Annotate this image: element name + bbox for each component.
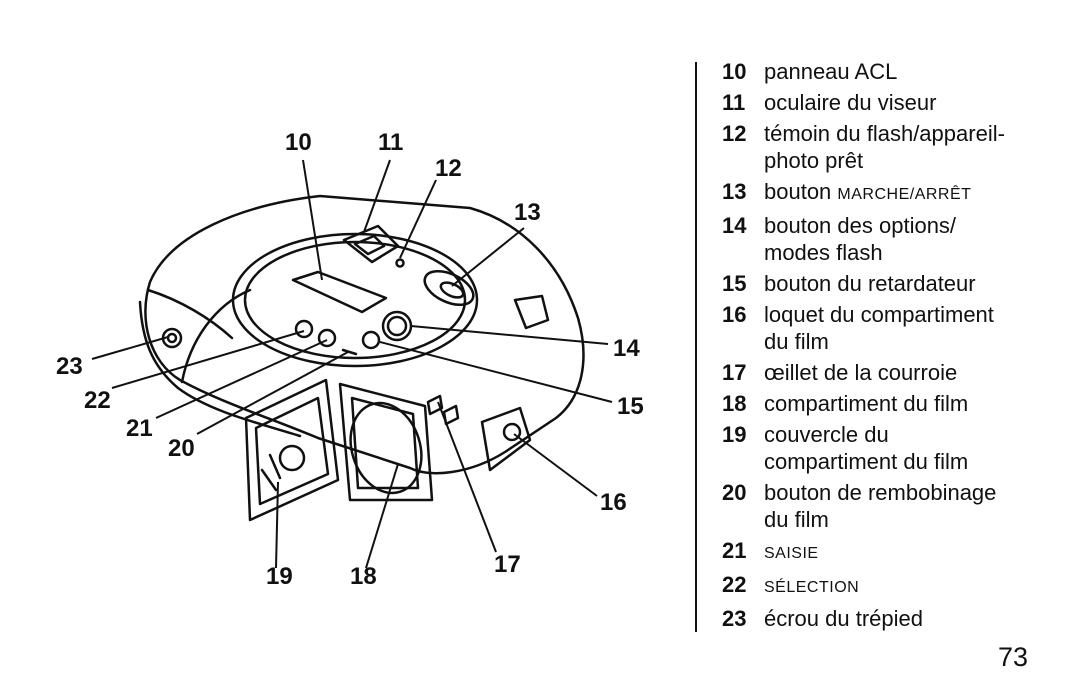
callout-16: 16	[600, 489, 627, 516]
legend-text-part: du film	[764, 507, 829, 532]
camera-illustration	[138, 194, 585, 522]
legend-number: 18	[722, 391, 747, 416]
callout-11: 11	[378, 129, 403, 156]
legend-number: 17	[722, 360, 747, 385]
legend-text-part: bouton du retardateur	[764, 271, 976, 296]
legend-text: bouton du retardateur	[764, 270, 1052, 297]
callout-15: 15	[617, 393, 644, 420]
callout-21: 21	[126, 415, 153, 442]
legend-number: 23	[722, 606, 747, 631]
callout-20: 20	[168, 435, 195, 462]
legend-item: 13 bouton MARCHE/ARRÊT	[722, 178, 1052, 208]
legend-item: 11 oculaire du viseur	[722, 89, 1052, 116]
legend-text: bouton des options/modes flash	[764, 212, 1052, 266]
legend-text-part: couvercle du	[764, 422, 889, 447]
legend-text: compartiment du film	[764, 390, 1052, 417]
legend-number: 11	[722, 90, 746, 115]
legend-text-part: compartiment du film	[764, 449, 969, 474]
legend-number: 16	[722, 302, 747, 327]
page-number: 73	[997, 642, 1028, 672]
legend-item: 21 SAISIE	[722, 537, 1052, 567]
legend-item: 17 œillet de la courroie	[722, 359, 1052, 386]
callout-13: 13	[514, 199, 541, 226]
legend-number: 13	[722, 179, 747, 204]
legend-item: 15 bouton du retardateur	[722, 270, 1052, 297]
legend-text: écrou du trépied	[764, 605, 1052, 632]
legend-item: 12 témoin du flash/appareil-photo prêt	[722, 120, 1052, 174]
callout-14: 14	[613, 335, 640, 362]
legend-item: 22 SÉLECTION	[722, 571, 1052, 601]
legend-text-part: modes flash	[764, 240, 883, 265]
legend-text-part: panneau ACL	[764, 59, 898, 84]
legend-text: oculaire du viseur	[764, 89, 1052, 116]
legend-text-part: écrou du trépied	[764, 606, 923, 631]
legend-number: 14	[722, 213, 747, 238]
callout-22: 22	[84, 387, 111, 414]
legend-text: œillet de la courroie	[764, 359, 1052, 386]
legend-number: 22	[722, 572, 747, 597]
legend-text-part: témoin du flash/appareil-	[764, 121, 1005, 146]
legend-text-part: œillet de la courroie	[764, 360, 958, 385]
callout-12: 12	[435, 155, 462, 182]
legend-text-part: loquet du compartiment	[764, 302, 994, 327]
legend-text: bouton MARCHE/ARRÊT	[764, 178, 1052, 208]
camera-diagram: 10 11 12 13 14 15 16 17 18 19 20 21 22 2…	[56, 129, 644, 590]
parts-legend: 10 panneau ACL 11 oculaire du viseur 12 …	[722, 58, 1052, 636]
legend-item: 10 panneau ACL	[722, 58, 1052, 85]
callout-18: 18	[350, 563, 377, 590]
legend-number: 10	[722, 59, 747, 84]
column-divider	[695, 62, 697, 632]
leader-lines	[91, 159, 613, 569]
legend-number: 15	[722, 271, 747, 296]
legend-item: 23 écrou du trépied	[722, 605, 1052, 632]
legend-number: 20	[722, 480, 747, 505]
legend-item: 18 compartiment du film	[722, 390, 1052, 417]
legend-item: 14 bouton des options/modes flash	[722, 212, 1052, 266]
legend-text-part: photo prêt	[764, 148, 864, 173]
legend-text-smallcaps: SÉLECTION	[764, 579, 860, 596]
callout-10: 10	[285, 129, 312, 156]
legend-number: 21	[722, 538, 747, 563]
legend-number: 19	[722, 422, 747, 447]
legend-text-part: bouton de rembobinage	[764, 480, 997, 505]
legend-text-part: compartiment du film	[764, 391, 969, 416]
legend-text: témoin du flash/appareil-photo prêt	[764, 120, 1052, 174]
legend-text-part: bouton	[764, 179, 838, 204]
legend-number: 12	[722, 121, 747, 146]
legend-text: SÉLECTION	[764, 571, 1052, 601]
legend-text-part: oculaire du viseur	[764, 90, 937, 115]
callout-19: 19	[266, 563, 293, 590]
legend-text-smallcaps: MARCHE/ARRÊT	[837, 186, 972, 203]
callout-numbers: 10 11 12 13 14 15 16 17 18 19 20 21 22 2…	[56, 129, 644, 590]
callout-17: 17	[494, 551, 521, 578]
legend-text: SAISIE	[764, 537, 1052, 567]
legend-text-smallcaps: SAISIE	[764, 545, 819, 562]
callout-23: 23	[56, 353, 83, 380]
legend-text: panneau ACL	[764, 58, 1052, 85]
legend-text-part: bouton des options/	[764, 213, 957, 238]
legend-text-part: du film	[764, 329, 829, 354]
